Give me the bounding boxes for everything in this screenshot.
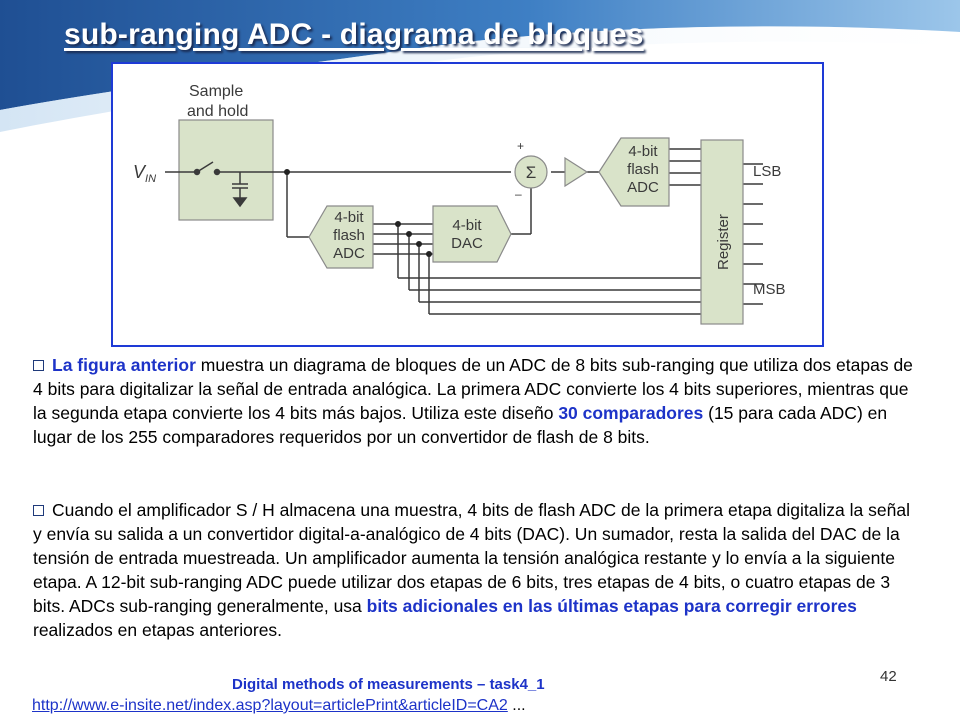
amplifier-block [564,156,589,188]
summer-block [514,155,548,189]
paragraph-1: La figura anterior muestra un diagrama d… [33,353,913,449]
register-label: Register [715,214,732,270]
lsb-label: LSB [753,163,781,180]
bullet-icon [33,505,44,516]
bullet-icon [33,360,44,371]
summer-minus: – [515,187,522,201]
flash-adc-stage1 [308,205,374,269]
page-number: 42 [880,668,897,685]
dac-line1: 4-bit [452,217,482,234]
junction-dots [284,169,432,257]
flash-adc1-line1: 4-bit [334,209,364,226]
sample-hold-label-1: Sample [189,83,243,100]
flash-adc1-line3: ADC [333,245,365,262]
source-suffix: ... [507,697,526,714]
flash-adc2-line1: 4-bit [628,143,658,160]
summer-plus: + [517,139,524,153]
para1-highlight: La figura anterior [52,355,196,375]
flash-adc-stage2 [598,137,670,207]
para2-text-a: Cuando el amplificador S / H almacena un… [33,500,910,616]
flash-adc2-line3: ADC [627,179,659,196]
sample-hold-label-2: and hold [187,103,248,120]
dac-block [432,205,512,263]
source-line: http://www.e-insite.net/index.asp?layout… [32,697,526,715]
register-block [700,139,744,325]
sample-hold-block [178,119,274,221]
para1-text-a: muestra un diagrama de bloques de un ADC… [33,355,913,423]
block-diagram: Sample and hold VIN [111,62,824,347]
dac-line2: DAC [451,235,483,252]
paragraph-2: Cuando el amplificador S / H almacena un… [33,498,913,642]
flash-adc1-line2: flash [333,227,365,244]
block-diagram-figure: Sample and hold VIN [133,83,786,325]
para1-text-b: (15 para cada ADC) en lugar de los 255 c… [33,403,888,447]
signal-wires [263,148,763,315]
summer-symbol: Σ [526,163,537,182]
vin-label: VIN [133,162,156,185]
para2-text-b: realizados en etapas anteriores. [33,620,283,640]
sample-switch [193,161,263,208]
slide-title: sub-ranging ADC - diagrama de bloques [64,18,644,51]
flash-adc2-line2: flash [627,161,659,178]
para1-highlight-2: 30 comparadores [558,403,704,423]
source-link[interactable]: http://www.e-insite.net/index.asp?layout… [32,697,508,714]
course-title: Digital methods of measurements – task4_… [232,676,545,693]
para2-highlight: bits adicionales en las últimas etapas p… [366,596,857,616]
header-background [0,0,960,133]
msb-label: MSB [753,281,786,298]
